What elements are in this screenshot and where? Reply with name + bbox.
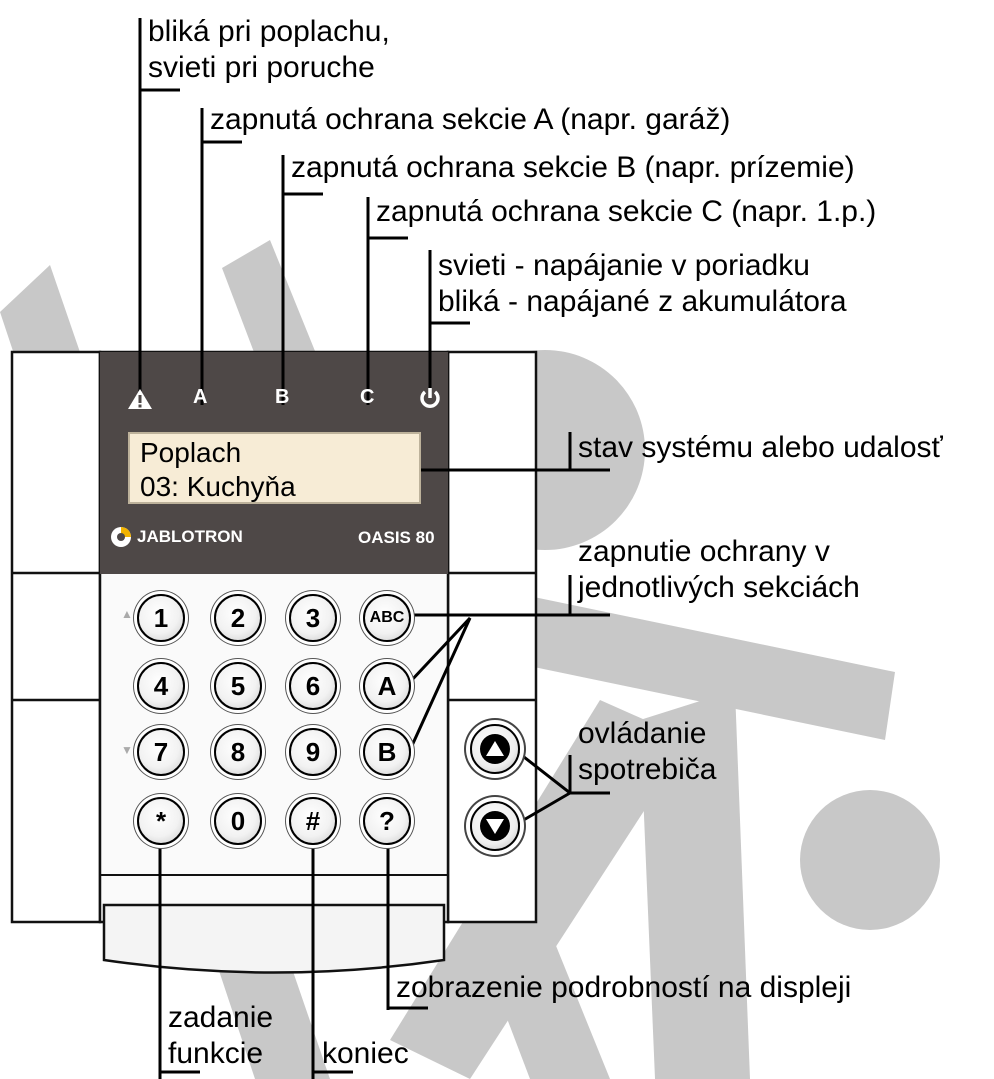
warning-triangle-icon [127, 387, 153, 417]
appliance-callout-line2: spotrebiča [578, 753, 717, 786]
key-star[interactable]: * [137, 797, 185, 845]
section-b-callout: zapnutá ochrana sekcie B (napr. prízemie… [291, 151, 855, 184]
alarm-callout-line2: svieti pri poruche [148, 51, 375, 84]
key-9[interactable]: 9 [289, 728, 337, 776]
key-1[interactable]: 1 [137, 594, 185, 642]
key-b[interactable]: B [363, 728, 411, 776]
alarm-callout-line1: bliká pri poplachu, [148, 15, 390, 48]
section-a-callout: zapnutá ochrana sekcie A (napr. garáž) [210, 103, 731, 136]
appliance-up-button[interactable] [470, 724, 520, 774]
key-7[interactable]: 7 [137, 728, 185, 776]
key-6[interactable]: 6 [289, 662, 337, 710]
arrow-down-icon [480, 811, 510, 841]
arming-callout-line2: jednotlivých sekciách [578, 571, 860, 604]
key-0[interactable]: 0 [214, 797, 262, 845]
indicator-b-label: B [275, 386, 290, 408]
key-a[interactable]: A [363, 662, 411, 710]
up-marker-icon: ▲ [121, 607, 133, 621]
lcd-display: Poplach 03: Kuchyňa [128, 432, 421, 504]
details-callout: zobrazenie podrobností na displeji [396, 971, 852, 1004]
indicator-a-label: A [193, 386, 208, 408]
brand-name: JABLOTRON [137, 527, 243, 546]
function-callout-line1: zadanie [168, 1001, 274, 1034]
jablotron-logo-icon [110, 526, 132, 553]
function-callout-line2: funkcie [168, 1037, 264, 1070]
model-name: OASIS 80 [358, 528, 435, 547]
key-hash[interactable]: # [289, 797, 337, 845]
arming-callout-line1: zapnutie ochrany v [578, 535, 830, 568]
key-3[interactable]: 3 [289, 594, 337, 642]
key-2[interactable]: 2 [214, 594, 262, 642]
keypad-lid [102, 903, 446, 974]
section-c-callout: zapnutá ochrana sekcie C (napr. 1.p.) [376, 195, 877, 228]
key-help[interactable]: ? [363, 797, 411, 845]
arrow-up-icon [480, 734, 510, 764]
key-abc[interactable]: ABC [363, 594, 411, 642]
status-callout: stav systému alebo udalosť [578, 431, 943, 464]
leader-lines [138, 18, 610, 1079]
power-callout-line1: svieti - napájanie v poriadku [438, 249, 810, 282]
end-callout: koniec [322, 1037, 409, 1070]
indicator-c-label: C [360, 386, 375, 408]
power-callout-line2: bliká - napájané z akumulátora [438, 285, 847, 318]
appliance-callout-line1: ovládanie [578, 717, 707, 750]
key-8[interactable]: 8 [214, 728, 262, 776]
key-4[interactable]: 4 [137, 662, 185, 710]
power-icon [418, 386, 442, 416]
lcd-line2: 03: Kuchyňa [140, 471, 296, 502]
appliance-down-button[interactable] [470, 801, 520, 851]
down-marker-icon: ▼ [121, 743, 133, 757]
key-5[interactable]: 5 [214, 662, 262, 710]
lcd-line1: Poplach [140, 437, 242, 468]
